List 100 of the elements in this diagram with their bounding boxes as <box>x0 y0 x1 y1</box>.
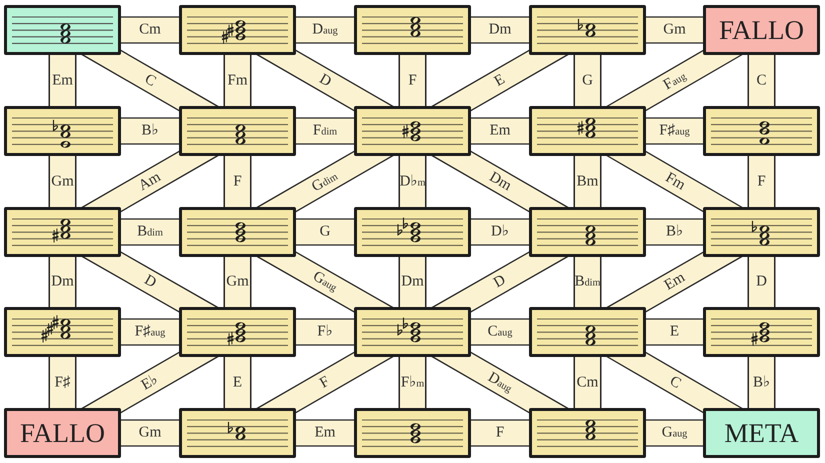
connector-band <box>643 218 706 246</box>
edge-label: E <box>492 72 508 90</box>
chord-card <box>4 106 121 156</box>
edge-label: Cm <box>576 375 598 390</box>
outcome-box <box>703 408 820 458</box>
edge-label: C <box>666 374 683 392</box>
chord-card <box>529 207 646 257</box>
connector-band <box>118 419 182 447</box>
chord-card <box>529 307 646 357</box>
edge-label: Dm <box>488 22 512 38</box>
edge-label: Dm <box>486 169 514 194</box>
edge-label: E♭ <box>139 372 161 394</box>
connector-band <box>118 16 182 44</box>
edge-label: F♭ <box>317 324 333 340</box>
chord-card <box>354 5 471 55</box>
chord-card <box>4 207 121 257</box>
edge-label: D <box>316 71 334 90</box>
edge-label: D <box>756 274 767 290</box>
connector-band <box>293 218 357 246</box>
edge-label: F <box>408 73 417 88</box>
chord-card <box>4 5 121 55</box>
chord-card <box>179 408 296 458</box>
connector-band <box>748 55 776 106</box>
edge-label: Em <box>490 124 510 138</box>
connector-band <box>48 357 76 408</box>
edge-label: B♭ <box>666 224 684 240</box>
edge-label: C <box>756 73 766 88</box>
connector-band <box>224 257 252 307</box>
connector-band <box>574 156 602 207</box>
edge-label: Gm <box>138 426 162 440</box>
edge-label: D <box>142 272 158 292</box>
connector-band <box>468 16 532 44</box>
connector-band <box>468 218 532 246</box>
edge-label: Gm <box>226 274 249 290</box>
connector-band <box>293 419 357 447</box>
connector-band <box>748 156 776 207</box>
edge-label: F <box>757 174 766 189</box>
edge-label: Gm <box>51 174 74 189</box>
outcome-box <box>4 408 121 458</box>
outcome-label: META <box>724 420 799 446</box>
chord-card <box>354 408 471 458</box>
edge-label: D <box>492 272 508 292</box>
edge-label: Gm <box>663 22 686 38</box>
chord-card <box>529 106 646 156</box>
chord-card <box>354 307 471 357</box>
connector-band <box>293 318 357 346</box>
connector-band <box>468 117 532 145</box>
chord-card <box>354 207 471 257</box>
edge-label: Em <box>662 270 688 294</box>
connector-band <box>643 117 706 145</box>
chord-card <box>179 207 296 257</box>
connector-band <box>293 117 357 145</box>
connector-band <box>643 16 706 44</box>
connector-band <box>224 55 252 106</box>
edge-label: B♭ <box>141 124 159 138</box>
edge-label: F <box>496 426 504 440</box>
edge-label: Fm <box>662 170 687 193</box>
edge-label: Dm <box>401 274 424 290</box>
connector-band <box>224 357 252 408</box>
connector-band <box>574 257 602 307</box>
connector-band <box>468 318 532 346</box>
edge-label: F♯ <box>54 375 70 390</box>
edge-label: C <box>142 72 158 90</box>
edge-label: Em <box>52 73 73 88</box>
edge-label: Bm <box>576 174 598 189</box>
connector-band <box>748 357 776 408</box>
connector-band <box>748 257 776 307</box>
connector-band <box>118 218 182 246</box>
chord-card <box>179 307 296 357</box>
chord-card <box>703 106 820 156</box>
outcome-box <box>703 5 820 55</box>
connector-band <box>48 156 76 207</box>
connector-band <box>224 156 252 207</box>
edge-label: F <box>233 174 242 189</box>
connector-band <box>468 419 532 447</box>
edge-label: B♭ <box>752 375 770 390</box>
chord-card <box>703 207 820 257</box>
edge-label: G <box>582 73 593 88</box>
outcome-label: FALLO <box>20 420 105 446</box>
connector-band <box>643 419 706 447</box>
chord-card <box>179 106 296 156</box>
edge-label: Cm <box>139 22 161 38</box>
edge-label: F <box>318 374 332 392</box>
connector-band <box>118 318 182 346</box>
connector-band <box>643 318 706 346</box>
chord-card <box>179 5 296 55</box>
edge-label: G <box>320 224 330 240</box>
edge-label: E <box>670 324 680 340</box>
edge-label: D♭ <box>491 224 509 240</box>
edge-label: E <box>232 375 242 390</box>
connector-band <box>118 117 182 145</box>
chord-card <box>529 408 646 458</box>
chord-card <box>354 106 471 156</box>
edge-label: Dm <box>51 274 74 290</box>
chord-card <box>4 307 121 357</box>
edge-label: Am <box>136 169 164 194</box>
chord-card <box>703 307 820 357</box>
connector-band <box>293 16 357 44</box>
connector-band <box>574 357 602 408</box>
connector-band <box>574 55 602 106</box>
